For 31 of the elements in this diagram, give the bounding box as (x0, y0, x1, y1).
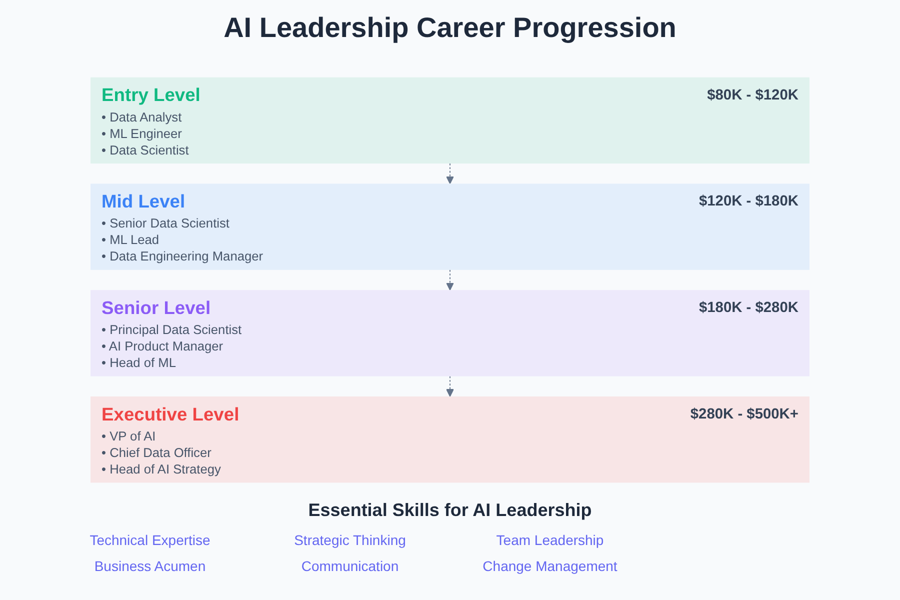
role-item: • Head of ML (102, 354, 177, 371)
skill-label: Technical Expertise (90, 532, 210, 548)
diagram-title: AI Leadership Career Progression (224, 12, 676, 43)
role-item: • ML Lead (102, 231, 160, 248)
role-item: • Chief Data Officer (102, 444, 212, 461)
level-title: Entry Level (102, 84, 202, 108)
salary-range: $120K - $180K (698, 192, 798, 212)
role-item: • Data Engineering Manager (102, 248, 264, 264)
section-heading: Essential Skills for AI Leadership (308, 500, 592, 520)
skill-label: Business Acumen (94, 558, 206, 574)
role-item: • Principal Data Scientist (102, 321, 243, 338)
salary-range: $280K - $500K+ (689, 406, 798, 424)
skill-label: Strategic Thinking (294, 532, 406, 548)
skill-label: Change Management (482, 558, 618, 574)
dashed-arrow (446, 376, 454, 397)
level-title: Mid Level (102, 190, 186, 214)
dashed-arrow (446, 269, 454, 290)
dashed-arrow (446, 163, 454, 184)
skill-label: Communication (301, 558, 399, 574)
role-item: • Senior Data Scientist (102, 214, 230, 232)
level-title: Senior Level (102, 297, 212, 321)
skill-label: Team Leadership (496, 532, 604, 548)
role-item: • ML Engineer (102, 125, 183, 142)
role-item: • AI Product Manager (102, 338, 224, 354)
level-title: Executive Level (102, 404, 240, 427)
salary-range: $180K - $280K (698, 299, 798, 318)
role-item: • Data Analyst (102, 108, 183, 126)
salary-range: $80K - $120K (706, 86, 798, 106)
role-item: • Head of AI Strategy (102, 460, 222, 478)
role-item: • Data Scientist (102, 142, 190, 158)
role-item: • VP of AI (102, 428, 157, 444)
